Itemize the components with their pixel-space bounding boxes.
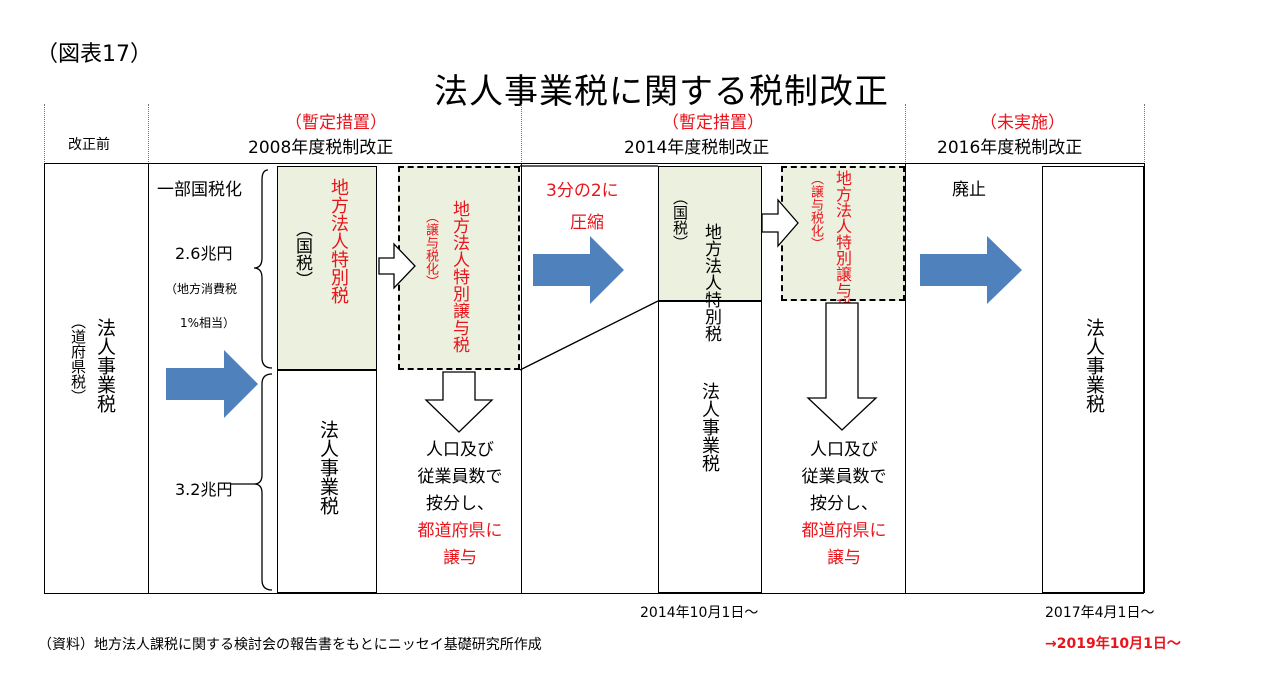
- amount-national: 2.6兆円: [175, 244, 233, 263]
- tax-name-2016: 法人事業税: [1083, 318, 1105, 413]
- header-before: 改正前: [68, 137, 110, 153]
- special-tax-name-2014: 地方法人特別税: [700, 183, 744, 342]
- transfer-tax-name-2014: 地方法人特別譲与税: [833, 170, 852, 314]
- blue-arrow-icon: [920, 236, 1022, 304]
- compress-label-1: 3分の2に: [546, 181, 619, 201]
- allocation-text-2014: 人口及び 従業員数で 按分し、 都道府県に 譲与: [784, 437, 904, 572]
- bracket-icon: [253, 169, 273, 369]
- special-tax-text: 地方法人特別税: [701, 223, 721, 342]
- column-divider: [905, 104, 906, 164]
- header-2014: 2014年度税制改正: [624, 138, 770, 158]
- amount-note-1: （地方消費税: [165, 282, 238, 296]
- allocation-text-2008: 人口及び 従業員数で 按分し、 都道府県に 譲与: [404, 437, 516, 572]
- special-tax-box-2008: [277, 166, 377, 370]
- remaining-tax-2008: 法人事業税: [317, 420, 339, 515]
- allocation-line-red: 都道府県に: [417, 521, 503, 541]
- amount-local: 3.2兆円: [175, 480, 233, 499]
- header-2008-note: （暫定措置）: [285, 113, 387, 133]
- table-border: [521, 163, 522, 593]
- column-divider: [1144, 104, 1145, 164]
- column-divider: [521, 104, 522, 164]
- hollow-down-arrow-icon: [806, 302, 878, 431]
- tax-box-2016: [1042, 166, 1144, 593]
- date-2014: 2014年10月1日～: [640, 605, 759, 621]
- special-tax-sub-2008: （国税）: [292, 220, 312, 288]
- allocation-line-red: 都道府県に: [801, 521, 887, 541]
- header-2014-note: （暫定措置）: [662, 113, 764, 133]
- transfer-tax-sub-2014: （譲与税化）: [808, 172, 823, 250]
- date-2016: 2017年4月1日～: [1045, 605, 1155, 621]
- allocation-line: 人口及び: [810, 440, 878, 460]
- allocation-line-red: 譲与: [827, 548, 861, 568]
- header-2016: 2016年度税制改正: [937, 138, 1083, 158]
- header-2016-note: （未実施）: [980, 113, 1065, 133]
- transfer-tax-name-2008: 地方法人特別譲与税: [449, 200, 469, 353]
- before-tax-name: 法人事業税: [94, 318, 116, 413]
- remaining-tax-2014: 法人事業税: [699, 382, 720, 472]
- source-note: （資料）地方法人課税に関する検討会の報告書をもとにニッセイ基礎研究所作成: [38, 637, 542, 653]
- hollow-down-arrow-icon: [424, 371, 494, 433]
- allocation-line-red: 譲与: [443, 548, 477, 568]
- amount-note-2: 1%相当）: [180, 316, 236, 330]
- special-tax-name-2008: 地方法人特別税: [328, 178, 349, 304]
- abolished-label: 廃止: [952, 180, 986, 200]
- table-top-border: [44, 163, 1144, 164]
- allocation-line: 按分し、: [810, 494, 878, 514]
- compress-line: [519, 300, 659, 371]
- figure-label: （図表17）: [36, 42, 152, 67]
- table-border: [905, 163, 906, 593]
- column-divider: [44, 104, 45, 164]
- date-2016-revised: →2019年10月1日～: [1045, 636, 1181, 652]
- bracket-icon: [253, 373, 273, 591]
- blue-arrow-icon: [533, 236, 624, 304]
- table-border: [44, 163, 45, 593]
- before-tax-sub: （道府県税）: [69, 314, 87, 404]
- allocation-line: 人口及び: [426, 440, 494, 460]
- page-title: 法人事業税に関する税制改正: [434, 72, 889, 112]
- blue-arrow-icon: [166, 350, 258, 418]
- header-2008: 2008年度税制改正: [248, 138, 394, 158]
- allocation-line: 従業員数で: [801, 467, 887, 487]
- remaining-tax-box-2014: [658, 301, 762, 593]
- special-tax-sub-2014: （国税）: [671, 190, 689, 250]
- transfer-tax-sub-2008: （譲与税化）: [423, 210, 438, 288]
- partial-national-label: 一部国税化: [157, 180, 242, 200]
- table-bottom-border: [44, 593, 1144, 594]
- table-border: [1144, 163, 1145, 593]
- allocation-line: 従業員数で: [417, 467, 503, 487]
- compress-label-2: 圧縮: [570, 213, 604, 233]
- remaining-tax-box-2008: [277, 370, 377, 593]
- table-border: [148, 163, 149, 593]
- allocation-line: 按分し、: [426, 494, 494, 514]
- column-divider: [148, 104, 149, 164]
